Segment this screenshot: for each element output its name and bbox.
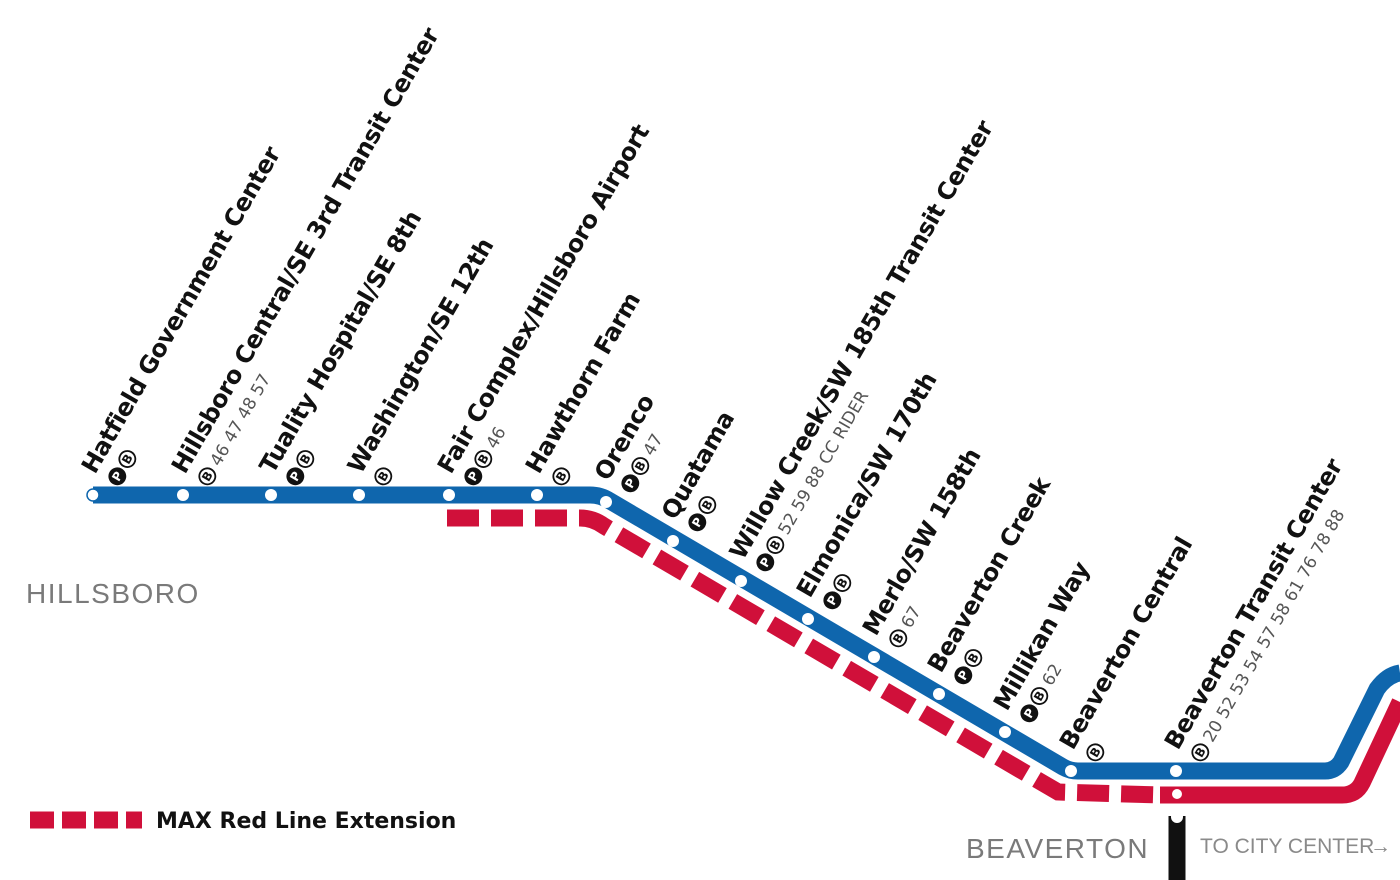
arrow-right-icon: →: [1370, 835, 1391, 858]
city-label-beaverton: BEAVERTON: [966, 833, 1149, 864]
park-and-ride-icon: P: [464, 467, 483, 486]
park-and-ride-icon: P: [954, 666, 973, 685]
transfer-dot-red: [1170, 787, 1184, 801]
station-dot-fair-complex[interactable]: [443, 489, 455, 501]
station-dot-tuality[interactable]: [265, 489, 277, 501]
station-name: Quatama: [656, 406, 740, 524]
bike-parking-icon: B: [198, 467, 217, 486]
park-and-ride-icon: P: [621, 474, 640, 493]
bike-parking-icon: B: [1030, 687, 1049, 705]
bike-parking-icon: B: [964, 649, 983, 667]
transfer-dot-black: [1171, 811, 1183, 823]
station-dot-quatama[interactable]: [667, 535, 679, 547]
station-dot-hatfield[interactable]: [86, 488, 100, 502]
direction-label: TO CITY CENTER: [1200, 835, 1374, 858]
bike-parking-icon: B: [631, 457, 650, 475]
station-name: Beaverton Transit Center: [1159, 454, 1349, 754]
park-and-ride-icon: P: [286, 467, 305, 486]
station-dot-beaverton-tc[interactable]: [1170, 765, 1182, 777]
station-dots: [86, 488, 1182, 777]
station-dot-hawthorn-farm[interactable]: [531, 489, 543, 501]
city-label-hillsboro: HILLSBORO: [26, 578, 200, 609]
bus-routes: 62: [1039, 661, 1067, 690]
station-dot-elmonica[interactable]: [802, 613, 814, 625]
station-dot-merlo[interactable]: [868, 651, 880, 663]
bike-parking-icon: B: [766, 536, 785, 554]
bus-routes: 46: [483, 424, 511, 453]
bike-parking-icon: B: [1191, 743, 1210, 762]
bike-parking-icon: B: [833, 574, 852, 592]
station-dot-millikan-way[interactable]: [999, 726, 1011, 738]
bus-routes: 47: [640, 431, 668, 460]
station-name: Tuality Hospital/SE 8th: [254, 206, 427, 478]
red-line-solid-path: [1160, 698, 1400, 804]
bike-parking-icon: B: [1086, 743, 1105, 762]
station-dot-beaverton-central[interactable]: [1065, 765, 1077, 777]
park-and-ride-icon: P: [1020, 704, 1039, 723]
legend-red-extension-label: MAX Red Line Extension: [156, 809, 456, 834]
bike-parking-icon: B: [374, 467, 393, 486]
legend: MAX Red Line Extension: [30, 809, 456, 834]
bike-parking-icon: B: [698, 496, 717, 514]
bike-parking-icon: B: [474, 450, 493, 468]
station-dot-beaverton-creek[interactable]: [933, 688, 945, 700]
park-and-ride-icon: P: [823, 591, 842, 610]
station-dot-willow-creek[interactable]: [735, 575, 747, 587]
station-dot-hillsboro-central[interactable]: [177, 489, 189, 501]
park-and-ride-icon: P: [688, 513, 707, 532]
bike-parking-icon: B: [118, 450, 137, 468]
red-line-extension-path: [447, 509, 1161, 804]
park-and-ride-icon: P: [108, 467, 127, 486]
bus-routes: 67: [898, 603, 926, 632]
park-and-ride-icon: P: [756, 553, 775, 572]
station-dot-orenco[interactable]: [600, 496, 612, 508]
station-dot-washington[interactable]: [353, 489, 365, 501]
bike-parking-icon: B: [889, 629, 908, 648]
bike-parking-icon: B: [552, 467, 571, 486]
station-label-willow-creek[interactable]: Willow Creek/SW 185th Transit CenterPB52…: [724, 115, 1021, 576]
bike-parking-icon: B: [296, 450, 315, 468]
